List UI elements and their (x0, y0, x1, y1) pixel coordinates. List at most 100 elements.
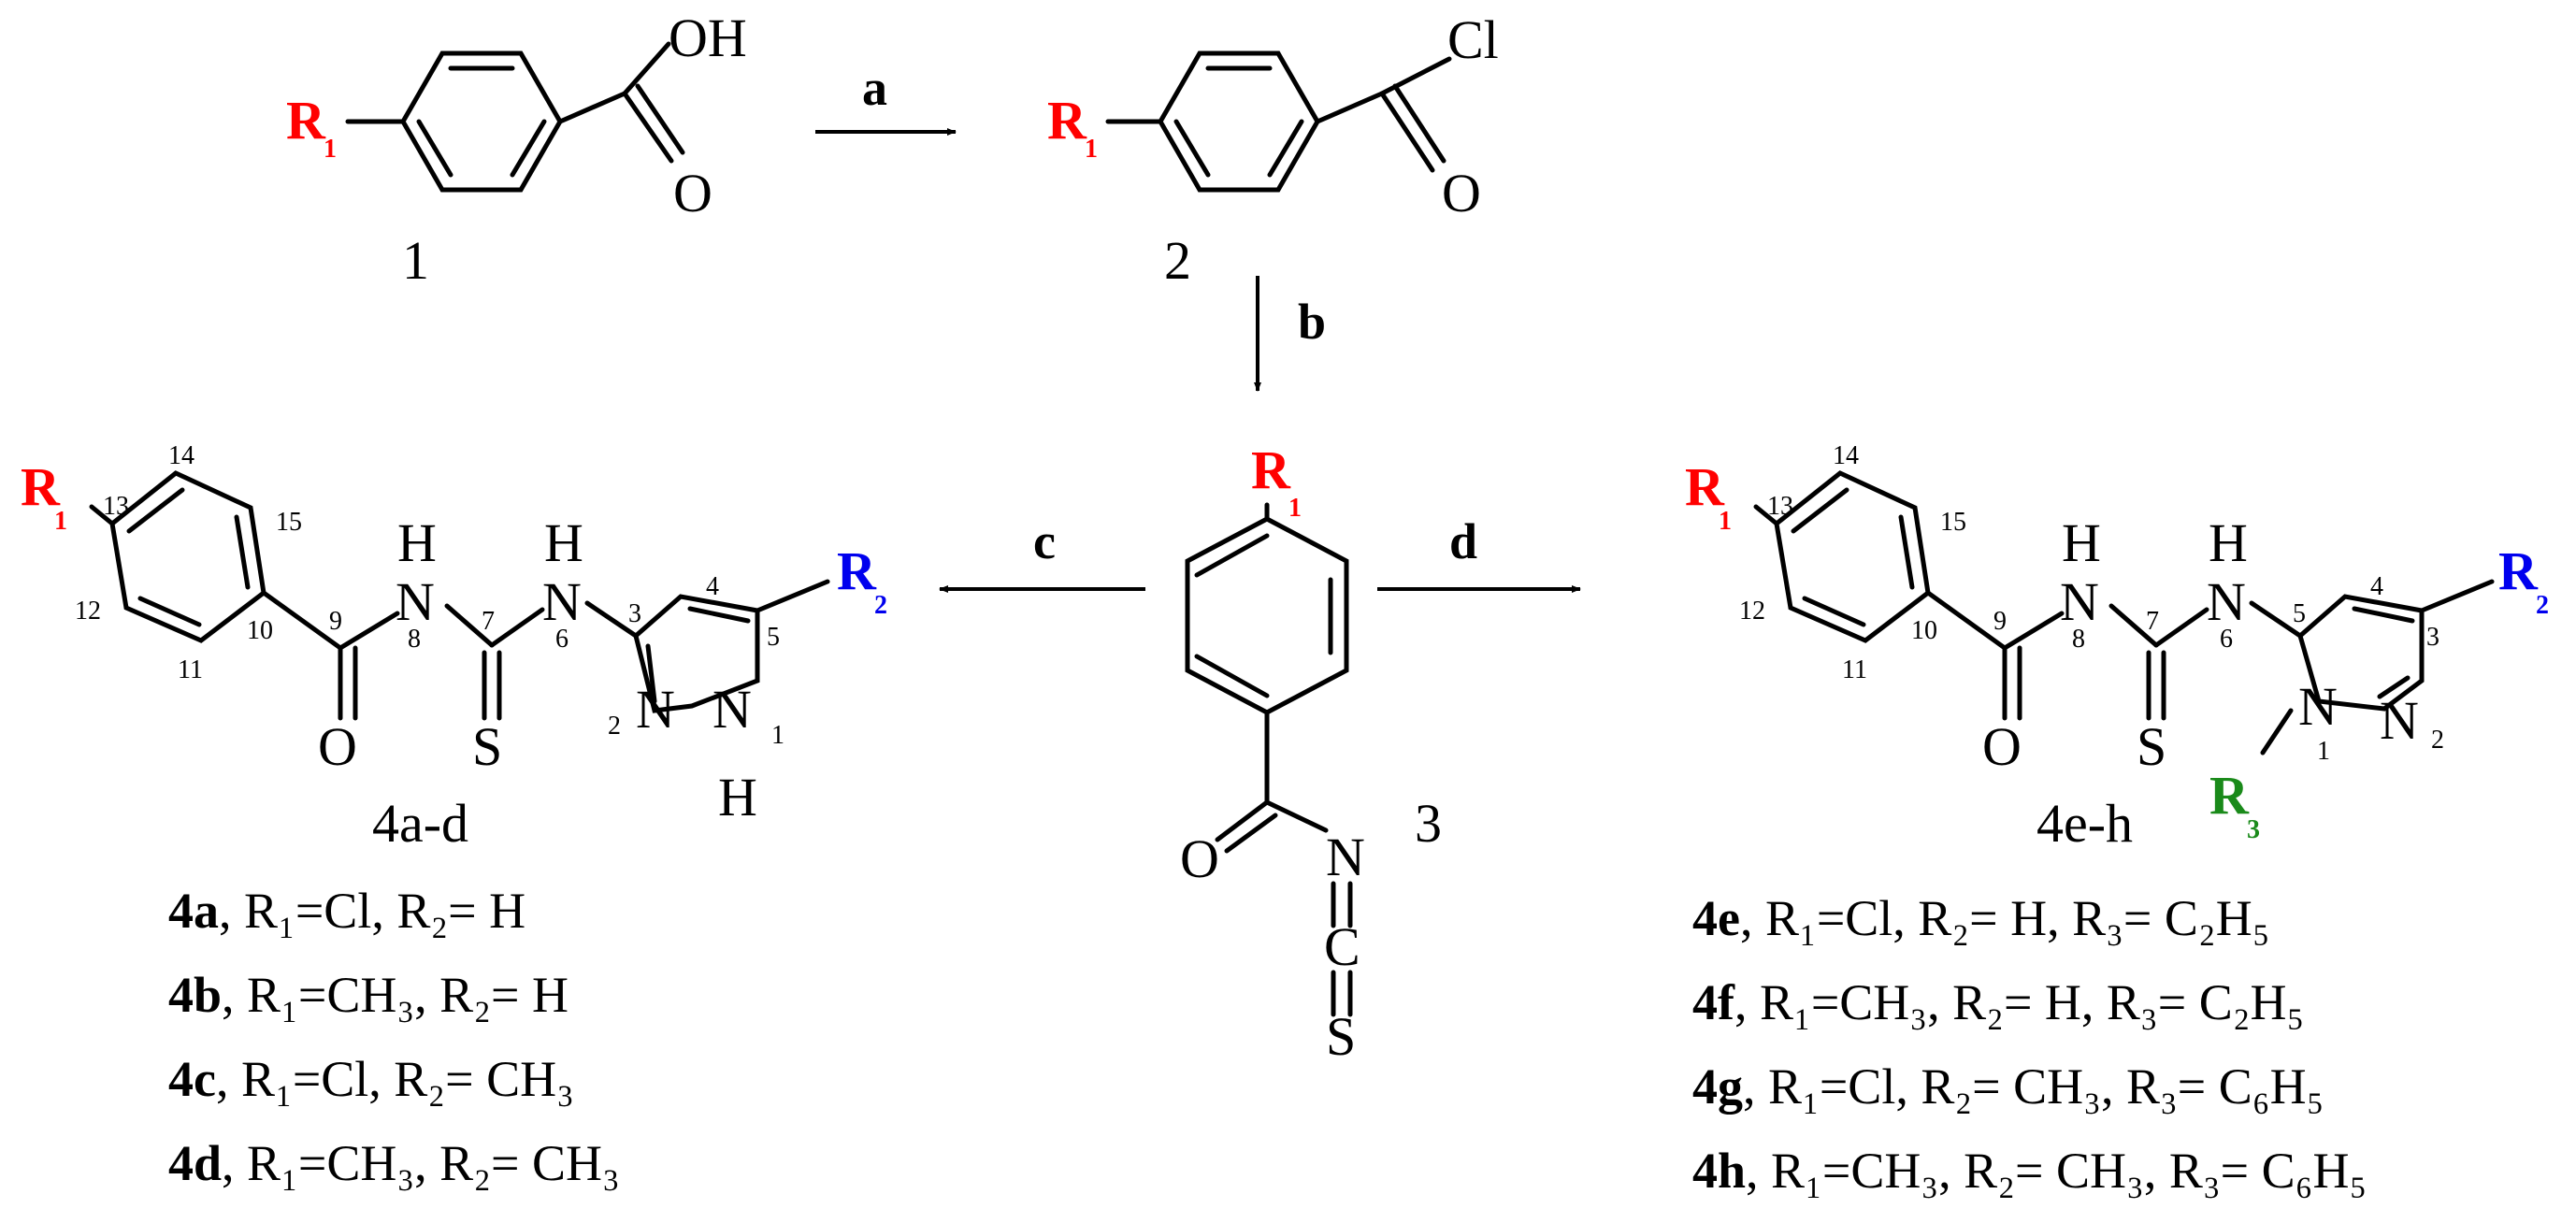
n1-atom: N (712, 679, 752, 740)
locant-4: 4 (706, 572, 719, 601)
locant-14: 14 (1833, 441, 1859, 470)
h1-atom: H (718, 767, 757, 827)
s7-atom: S (2137, 716, 2166, 777)
list-item-4c: 4c, R₁=Cl, R₂= CH₃ (168, 1051, 574, 1107)
locant-12: 12 (75, 597, 101, 626)
locant-13: 13 (103, 492, 129, 521)
r1-label: R (21, 456, 61, 517)
n2-atom: N (636, 679, 675, 740)
arrow-step-a: a (815, 60, 957, 136)
product-4a-d-structure: R 1 R 2 H N H N O S N N H 14 15 13 12 11… (21, 441, 887, 854)
isothiocyanate-carbon: C (1324, 916, 1360, 977)
n1-atom: N (2298, 676, 2338, 737)
locant-3: 3 (628, 599, 641, 628)
r1-subscript: 1 (324, 135, 337, 164)
locant-9: 9 (1993, 607, 2007, 636)
r1-label: R (286, 90, 326, 151)
locant-8: 8 (408, 625, 421, 654)
compound-2-label: 2 (1164, 230, 1191, 291)
r2-subscript: 2 (2536, 591, 2549, 620)
locant-2: 2 (2431, 726, 2444, 755)
arrow-step-b: b (1254, 276, 1326, 392)
step-c-label: c (1033, 513, 1056, 569)
locant-15: 15 (1940, 508, 1966, 537)
compound-2-acyl-chloride: R 1 Cl O 2 (1047, 9, 1499, 291)
hydroxyl-label: OH (669, 7, 747, 68)
n6-atom: N (542, 571, 582, 632)
locant-10: 10 (247, 616, 273, 645)
carbonyl-oxygen: O (673, 163, 712, 223)
compound-3-acyl-isothiocyanate: R 1 O N C S 3 (1180, 439, 1442, 1067)
locant-6: 6 (2220, 625, 2233, 654)
r3-label: R (2209, 765, 2250, 826)
arrow-step-d: d (1377, 513, 1581, 593)
compound-3-ring (1185, 516, 1349, 715)
isothiocyanate-sulfur: S (1326, 1006, 1356, 1067)
locant-5: 5 (767, 623, 780, 652)
locant-12: 12 (1739, 597, 1765, 626)
n2-atom: N (2380, 690, 2419, 751)
h8-atom: H (2062, 512, 2101, 573)
o9-atom: O (1982, 716, 2022, 777)
r1-subscript: 1 (1288, 494, 1302, 523)
compound-list-4e-h: 4e, R₁=Cl, R₂= H, R₃= C₂H₅ 4f, R₁=CH₃, R… (1692, 890, 2367, 1199)
chlorine-label: Cl (1447, 9, 1499, 70)
r1-subscript: 1 (1085, 135, 1098, 164)
step-a-label: a (862, 60, 887, 116)
locant-6: 6 (555, 625, 568, 654)
carbonyl-oxygen: O (1180, 828, 1219, 889)
list-item-4h: 4h, R₁=CH₃, R₂= CH₃, R₃= C₆H₅ (1692, 1143, 2367, 1199)
locant-5: 5 (2293, 599, 2306, 628)
r1-label: R (1251, 439, 1291, 500)
list-item-4e: 4e, R₁=Cl, R₂= H, R₃= C₂H₅ (1692, 890, 2270, 946)
locant-4: 4 (2370, 572, 2383, 601)
locant-2: 2 (608, 712, 621, 741)
step-d-label: d (1449, 513, 1477, 569)
locant-11: 11 (178, 655, 203, 684)
product-4e-h-structure: R 1 R 2 R 3 H N H N O S N N 14 15 13 12 … (1685, 441, 2549, 854)
h6-atom: H (544, 512, 583, 573)
r1-label: R (1047, 90, 1087, 151)
list-item-4a: 4a, R₁=Cl, R₂= H (168, 883, 525, 939)
list-item-4f: 4f, R₁=CH₃, R₂= H, R₃= C₂H₅ (1692, 974, 2304, 1030)
o9-atom: O (318, 716, 357, 777)
r2-subscript: 2 (874, 591, 887, 620)
locant-11: 11 (1842, 655, 1867, 684)
product-4e-h-label: 4e-h (2036, 793, 2133, 854)
list-item-4b: 4b, R₁=CH₃, R₂= H (168, 967, 568, 1023)
n6-atom: N (2207, 571, 2246, 632)
h6-atom: H (2209, 512, 2248, 573)
compound-3-label: 3 (1415, 793, 1442, 854)
step-b-label: b (1298, 294, 1326, 350)
locant-7: 7 (2146, 607, 2159, 636)
isothiocyanate-nitrogen: N (1326, 827, 1365, 887)
r1-label: R (1685, 456, 1725, 517)
list-item-4d: 4d, R₁=CH₃, R₂= CH₃ (168, 1135, 620, 1191)
h8-atom: H (397, 512, 437, 573)
locant-7: 7 (482, 607, 495, 636)
list-item-4g: 4g, R₁=Cl, R₂= CH₃, R₃= C₆H₅ (1692, 1058, 2324, 1115)
n8-atom: N (2060, 571, 2099, 632)
r2-label: R (837, 540, 877, 601)
r3-subscript: 3 (2247, 815, 2260, 844)
locant-1: 1 (2317, 737, 2330, 766)
arrow-step-c: c (939, 513, 1145, 593)
locant-8: 8 (2072, 625, 2085, 654)
compound-2-ring (1158, 50, 1320, 193)
n8-atom: N (396, 571, 435, 632)
r1-subscript: 1 (1719, 507, 1732, 536)
compound-1-benzoic-acid: R 1 OH O 1 (286, 7, 747, 291)
compound-list-4a-d: 4a, R₁=Cl, R₂= H 4b, R₁=CH₃, R₂= H 4c, R… (168, 883, 620, 1191)
s7-atom: S (472, 716, 502, 777)
compound-1-ring (400, 50, 563, 193)
locant-3: 3 (2426, 623, 2439, 652)
product-4a-d-label: 4a-d (372, 793, 468, 854)
locant-14: 14 (168, 441, 194, 470)
carbonyl-oxygen: O (1442, 163, 1481, 223)
locant-15: 15 (276, 508, 302, 537)
locant-13: 13 (1767, 492, 1793, 521)
locant-9: 9 (329, 607, 342, 636)
locant-10: 10 (1911, 616, 1937, 645)
compound-1-label: 1 (402, 230, 429, 291)
